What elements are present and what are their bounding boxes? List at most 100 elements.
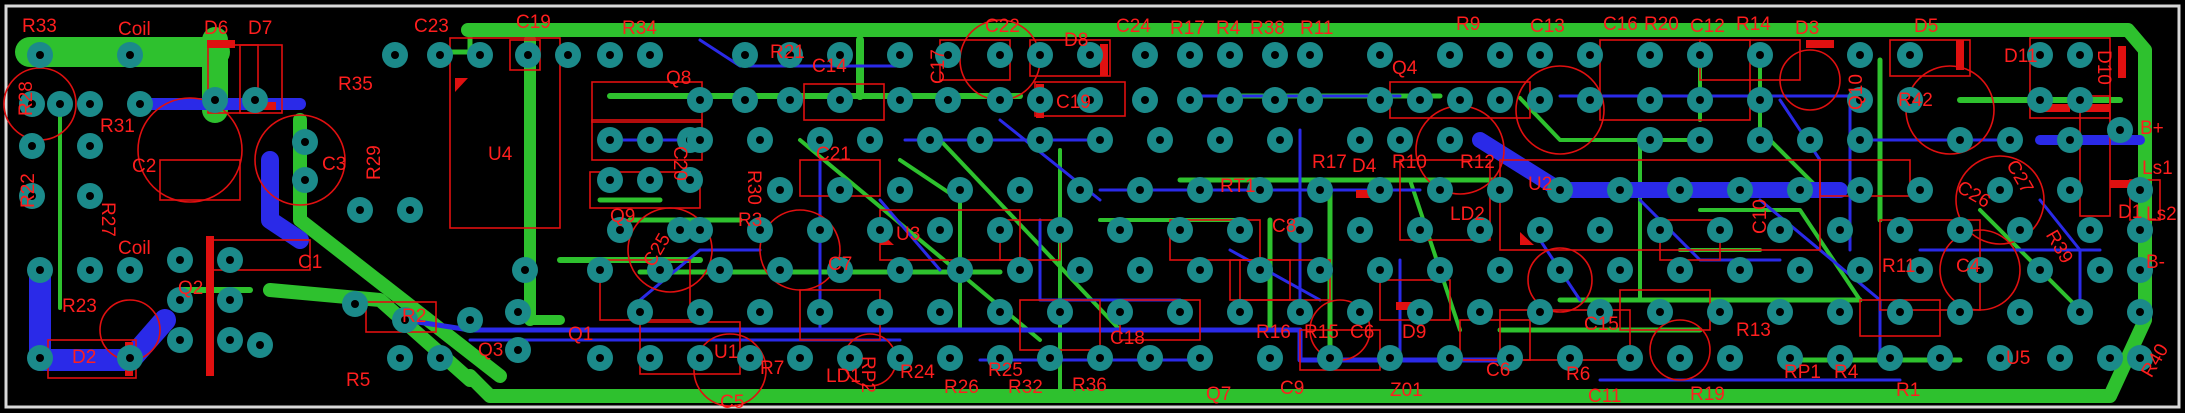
pad-hole xyxy=(1196,186,1204,194)
pad-hole xyxy=(1586,96,1594,104)
pad-hole xyxy=(1476,308,1484,316)
pad-hole xyxy=(1906,51,1914,59)
silk-outline xyxy=(239,44,283,114)
ref-label: Z01 xyxy=(1390,380,1423,401)
pad-hole xyxy=(1396,136,1404,144)
ref-label: R29 xyxy=(364,145,385,180)
pad-hole xyxy=(1676,186,1684,194)
pad-hole xyxy=(1536,308,1544,316)
pad-hole xyxy=(926,136,934,144)
pad-hole xyxy=(616,226,624,234)
pad-hole xyxy=(521,266,529,274)
pad-hole xyxy=(1196,266,1204,274)
pad-hole xyxy=(756,226,764,234)
pad-hole xyxy=(211,96,219,104)
silk-mark xyxy=(1956,40,1964,70)
pad-hole xyxy=(1856,266,1864,274)
pad-hole xyxy=(1306,51,1314,59)
pad-hole xyxy=(1496,266,1504,274)
ref-label: Q7 xyxy=(1206,384,1231,405)
pad-hole xyxy=(1556,186,1564,194)
ref-label: D5 xyxy=(1914,16,1938,37)
pad-hole xyxy=(696,308,704,316)
pad-hole xyxy=(606,51,614,59)
pad-hole xyxy=(391,51,399,59)
ref-label: R15 xyxy=(1304,322,1339,343)
pad-hole xyxy=(514,346,522,354)
ref-label: C19 xyxy=(516,12,551,33)
pad-hole xyxy=(1916,186,1924,194)
pad-hole xyxy=(1776,308,1784,316)
ref-label: C19 xyxy=(1056,92,1091,113)
pad-hole xyxy=(1756,136,1764,144)
pad-hole xyxy=(1316,186,1324,194)
pad-hole xyxy=(1956,308,1964,316)
pad-hole xyxy=(1376,186,1384,194)
ref-label: C22 xyxy=(985,16,1020,37)
ref-label: D4 xyxy=(1352,156,1377,177)
ref-label: C7 xyxy=(828,254,852,275)
pad-hole xyxy=(86,266,94,274)
ref-label: R17 xyxy=(1312,152,1347,173)
pad-hole xyxy=(1086,51,1094,59)
pad-hole xyxy=(741,51,749,59)
silk-outline xyxy=(449,37,561,229)
pad-hole xyxy=(1116,308,1124,316)
pad-hole xyxy=(1856,186,1864,194)
pad-hole xyxy=(2066,136,2074,144)
pad-hole xyxy=(1271,96,1279,104)
pad-hole xyxy=(1496,96,1504,104)
top-trace xyxy=(1408,178,1462,332)
pad-hole xyxy=(1536,226,1544,234)
pad-hole xyxy=(2016,308,2024,316)
bottom-trace xyxy=(1228,248,1322,302)
silk-mark xyxy=(206,236,214,376)
ref-label: R38 xyxy=(1250,18,1285,39)
pad-hole xyxy=(846,354,854,362)
pad-hole xyxy=(2036,96,2044,104)
pad-hole xyxy=(1836,308,1844,316)
pad-hole xyxy=(1186,51,1194,59)
pad-hole xyxy=(896,51,904,59)
pad-hole xyxy=(696,96,704,104)
ref-label: R33 xyxy=(22,16,57,37)
silk-mark xyxy=(1100,44,1108,76)
ref-label: C23 xyxy=(414,16,449,37)
ref-label: R10 xyxy=(1392,152,1427,173)
pad-hole xyxy=(896,96,904,104)
ref-label: R12 xyxy=(1460,152,1495,173)
ref-label: R25 xyxy=(988,360,1023,381)
pad-hole xyxy=(1446,136,1454,144)
pad-hole xyxy=(1376,51,1384,59)
ref-label: C17 xyxy=(928,49,949,84)
pad-hole xyxy=(1646,51,1654,59)
pad-hole xyxy=(1496,186,1504,194)
pad-hole xyxy=(676,226,684,234)
pad-hole xyxy=(1116,226,1124,234)
pad-hole xyxy=(1236,226,1244,234)
pad-hole xyxy=(251,96,259,104)
pad-hole xyxy=(1196,354,1204,362)
silk-circle xyxy=(627,207,713,293)
pad-hole xyxy=(1696,51,1704,59)
pad-hole xyxy=(656,266,664,274)
pad-hole xyxy=(301,138,309,146)
pad-hole xyxy=(436,354,444,362)
pad-hole xyxy=(896,266,904,274)
pad-hole xyxy=(1456,96,1464,104)
ref-label: Ls1 xyxy=(2142,158,2173,179)
silk-outline xyxy=(803,83,885,121)
pad-hole xyxy=(1916,266,1924,274)
ref-label: R17 xyxy=(1170,18,1205,39)
ref-label: RP2 xyxy=(857,356,878,393)
ref-label: D2 xyxy=(72,347,96,368)
pad-hole xyxy=(2136,226,2144,234)
pad-hole xyxy=(1796,186,1804,194)
pad-hole xyxy=(1416,226,1424,234)
pad-hole xyxy=(1776,226,1784,234)
pad-hole xyxy=(1596,308,1604,316)
pad-hole xyxy=(1696,136,1704,144)
pad-hole xyxy=(996,354,1004,362)
ref-label: C14 xyxy=(812,56,847,77)
ref-label: Q2 xyxy=(178,278,203,299)
